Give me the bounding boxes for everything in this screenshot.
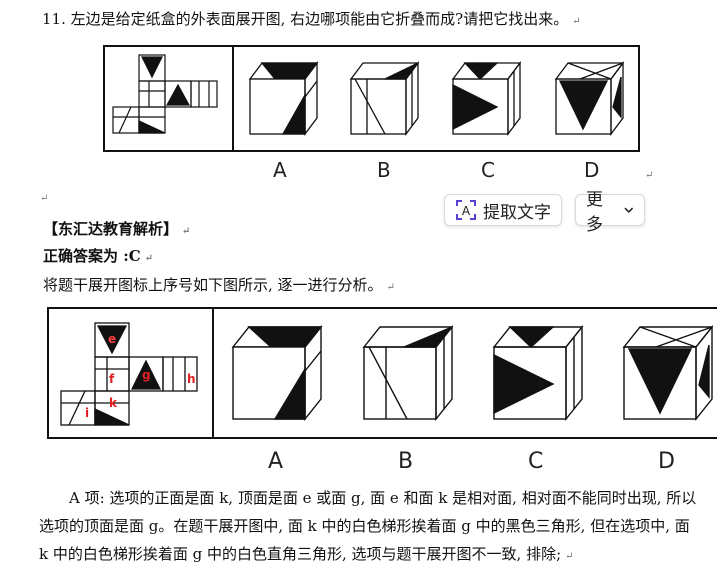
option-label-c: C bbox=[481, 158, 495, 182]
svg-text:A: A bbox=[462, 204, 471, 218]
solution-figure-drawing: e f g h i k bbox=[60, 309, 714, 437]
solution-option-d-cube bbox=[622, 325, 714, 421]
solution-option-b-cube bbox=[362, 325, 454, 421]
solution-heading: 【东汇达教育解析】↵ bbox=[43, 218, 190, 239]
paragraph-mark-icon: ↵ bbox=[40, 193, 49, 204]
solution-option-c-cube bbox=[492, 325, 584, 421]
paragraph-mark-icon: ↵ bbox=[386, 282, 395, 293]
net-label-h: h bbox=[187, 372, 196, 386]
solution-option-label-d: D bbox=[658, 449, 675, 474]
analysis-text: A 项: 选项的正面是面 k, 顶面是面 e 或面 g, 面 e 和面 k 是相… bbox=[39, 489, 697, 563]
solution-intro-text: 将题干展开图标上序号如下图所示, 逐一进行分析。 bbox=[43, 276, 383, 294]
solution-option-a-cube bbox=[231, 325, 323, 421]
option-label-d: D bbox=[584, 158, 600, 182]
extract-text-button[interactable]: A 提取文字 bbox=[444, 194, 562, 226]
question-title: 11. 左边是给定纸盒的外表面展开图, 右边哪项能由它折叠而成?请把它找出来。↵ bbox=[42, 8, 581, 29]
correct-answer-text: 正确答案为 :C bbox=[43, 247, 141, 265]
extract-text-label: 提取文字 bbox=[483, 202, 551, 223]
cube-net bbox=[112, 54, 218, 134]
text-recognition-icon: A bbox=[456, 200, 476, 220]
chevron-down-icon bbox=[624, 207, 634, 213]
solution-option-label-c: C bbox=[528, 449, 544, 474]
more-label: 更多 bbox=[586, 190, 603, 235]
question-text: 11. 左边是给定纸盒的外表面展开图, 右边哪项能由它折叠而成?请把它找出来。 bbox=[42, 10, 569, 28]
net-label-g: g bbox=[142, 368, 151, 382]
paragraph-mark-icon: ↵ bbox=[565, 551, 574, 562]
analysis-paragraph: A 项: 选项的正面是面 k, 顶面是面 e 或面 g, 面 e 和面 k 是相… bbox=[39, 484, 703, 571]
option-label-b: B bbox=[377, 158, 391, 182]
option-b-cube bbox=[349, 61, 420, 136]
option-d-cube bbox=[554, 61, 625, 136]
question-figure bbox=[103, 45, 640, 152]
option-a-cube bbox=[248, 61, 319, 136]
solution-option-label-a: A bbox=[268, 449, 284, 474]
solution-intro: 将题干展开图标上序号如下图所示, 逐一进行分析。↵ bbox=[43, 274, 395, 295]
correct-answer: 正确答案为 :C↵ bbox=[43, 245, 153, 266]
net-label-f: f bbox=[109, 372, 115, 386]
option-label-a: A bbox=[273, 158, 287, 182]
net-label-i: i bbox=[85, 406, 89, 420]
net-label-k: k bbox=[109, 396, 118, 410]
net-label-e: e bbox=[108, 332, 116, 346]
option-c-cube bbox=[451, 61, 522, 136]
labeled-cube-net bbox=[60, 322, 198, 426]
paragraph-mark-icon: ↵ bbox=[645, 170, 654, 181]
more-button[interactable]: 更多 bbox=[575, 190, 645, 235]
question-figure-drawing bbox=[112, 47, 625, 150]
paragraph-mark-icon: ↵ bbox=[144, 253, 154, 264]
paragraph-mark-icon: ↵ bbox=[572, 16, 581, 27]
solution-heading-text: 【东汇达教育解析】 bbox=[43, 220, 179, 238]
solution-option-label-b: B bbox=[398, 449, 414, 474]
paragraph-mark-icon: ↵ bbox=[182, 226, 191, 237]
solution-figure: e f g h i k bbox=[47, 307, 717, 439]
